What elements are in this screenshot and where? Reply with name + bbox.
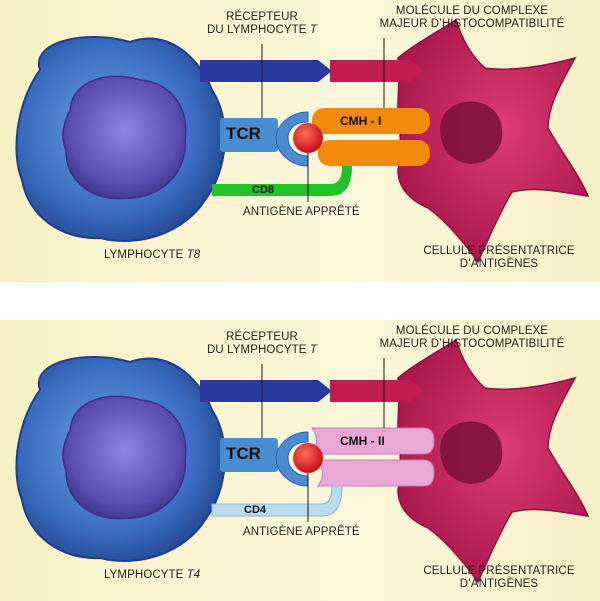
mhc-label-line1: MOLÉCULE DU COMPLEXE	[395, 325, 549, 337]
panel-cmh-i: RÉCEPTEUR DU LYMPHOCYTE T MOLÉCULE DU CO…	[0, 0, 600, 282]
diagram-art	[15, 338, 590, 584]
receptor-label: RÉCEPTEUR DU LYMPHOCYTE T	[196, 11, 328, 37]
antigen	[293, 443, 323, 473]
lymphocyte-label: LYMPHOCYTE T8	[104, 249, 201, 261]
mhc-label-line2: MAJEUR D’HISTOCOMPATIBILITÉ	[379, 18, 565, 30]
receptor-label-line1: RÉCEPTEUR	[226, 11, 298, 23]
apc-label-line1: CELLULE PRÉSENTATRICE	[423, 565, 575, 577]
mhc-lower	[318, 140, 430, 166]
lymphocyte-label: LYMPHOCYTE T4	[104, 569, 201, 581]
mhc-lower	[317, 459, 435, 487]
cd8-label: CD8	[252, 184, 275, 196]
receptor-label-line1: RÉCEPTEUR	[226, 331, 298, 343]
lymphocyte-nucleus	[62, 75, 187, 200]
antigen-label: ANTIGÈNE APPRÊTÉ	[243, 526, 360, 538]
cmh-label: CMH - II	[340, 434, 385, 448]
mhc-upper	[311, 427, 435, 455]
panel-cmh-ii: RÉCEPTEUR DU LYMPHOCYTE T MOLÉCULE DU CO…	[0, 320, 600, 601]
apc-label-line1: CELLULE PRÉSENTATRICE	[423, 245, 575, 257]
tcr-box	[220, 118, 278, 152]
apc-label: CELLULE PRÉSENTATRICE D’ANTIGÈNES	[404, 245, 594, 271]
apc-nucleus	[440, 421, 503, 484]
cmh-label: CMH - I	[340, 114, 382, 128]
diagram-art	[15, 18, 590, 264]
tcr-label: TCR	[226, 444, 261, 463]
lymphocyte-arrow	[200, 380, 332, 402]
apc-label-line2: D’ANTIGÈNES	[459, 578, 539, 590]
antigen	[293, 123, 323, 153]
mhc-label-line1: MOLÉCULE DU COMPLEXE	[395, 5, 549, 17]
apc-arrow	[330, 380, 424, 402]
receptor-label: RÉCEPTEUR DU LYMPHOCYTE T	[196, 331, 328, 357]
cd4-coreceptor	[211, 485, 343, 517]
antigen-label: ANTIGÈNE APPRÊTÉ	[243, 206, 360, 218]
apc-arrow	[330, 60, 424, 82]
apc-label-line2: D’ANTIGÈNES	[459, 258, 539, 270]
apc-nucleus	[440, 101, 503, 164]
lymphocyte-arrow	[200, 60, 332, 82]
receptor-label-line2: DU LYMPHOCYTE T	[207, 344, 317, 356]
cd8-coreceptor	[212, 166, 352, 196]
mhc-upper	[312, 108, 430, 134]
mhc-label: MOLÉCULE DU COMPLEXE MAJEUR D’HISTOCOMPA…	[356, 325, 588, 351]
lymphocyte-nucleus	[62, 395, 187, 520]
tcr-box	[220, 438, 278, 472]
tcr-label: TCR	[226, 124, 261, 143]
receptor-label-line2: DU LYMPHOCYTE T	[207, 24, 317, 36]
cd4-label: CD4	[244, 504, 267, 516]
mhc-label-line2: MAJEUR D’HISTOCOMPATIBILITÉ	[379, 338, 565, 350]
apc-label: CELLULE PRÉSENTATRICE D’ANTIGÈNES	[404, 565, 594, 591]
mhc-label: MOLÉCULE DU COMPLEXE MAJEUR D’HISTOCOMPA…	[356, 5, 588, 31]
